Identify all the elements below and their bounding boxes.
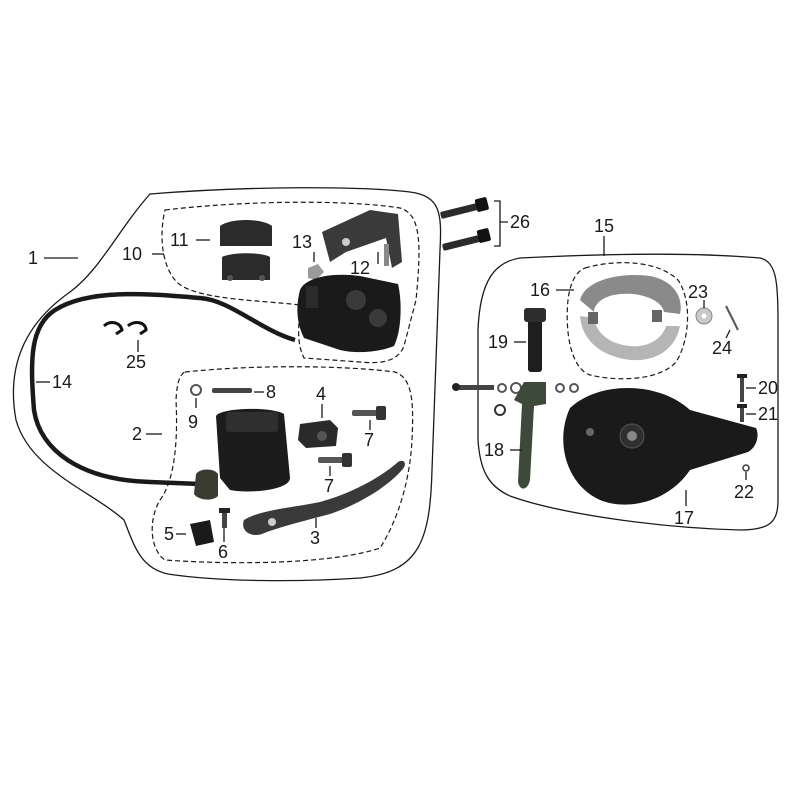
- bolt-long: [452, 383, 494, 391]
- bolt-26-pair: [440, 197, 491, 251]
- callout-11: 11: [170, 230, 189, 250]
- callout-14: 14: [52, 372, 72, 392]
- callout-9: 9: [188, 412, 198, 432]
- brake-arm-18: [514, 382, 546, 489]
- callout-15: 15: [594, 216, 614, 236]
- subgroup-10-outline: [161, 201, 420, 364]
- callout-1: 1: [28, 248, 38, 268]
- bolt-7-upper: [352, 406, 386, 420]
- callout-7b: 7: [324, 476, 334, 496]
- callout-22: 22: [734, 482, 754, 502]
- callout-23: 23: [688, 282, 708, 302]
- switch-5: [190, 520, 214, 546]
- callout-21: 21: [758, 404, 778, 424]
- bolt-8: [212, 388, 252, 393]
- subgroup-2-outline: [151, 366, 414, 564]
- callout-3: 3: [310, 528, 320, 548]
- washer-9: [190, 384, 202, 396]
- brake-panel-17: [563, 387, 758, 505]
- clamp-4: [298, 420, 338, 448]
- callout-4: 4: [316, 384, 326, 404]
- callout-12: 12: [350, 258, 370, 278]
- brake-hose-14: [29, 291, 296, 487]
- nut-13: [308, 264, 324, 280]
- callout-24: 24: [712, 338, 732, 358]
- brake-shoes-16: [580, 275, 681, 361]
- group-15-outline: [477, 253, 779, 531]
- lead-24: [725, 329, 731, 339]
- callout-17: 17: [674, 508, 694, 528]
- callout-10: 10: [122, 244, 142, 264]
- subgroup-16-outline: [566, 262, 689, 380]
- bolt-7-lower: [318, 453, 352, 467]
- group-1-outline: [12, 187, 442, 582]
- callout-19: 19: [488, 332, 508, 352]
- cotter-pin-24: [725, 305, 739, 331]
- callout-16: 16: [530, 280, 550, 300]
- nut-22: [742, 464, 750, 472]
- brake-cam-19: [524, 308, 546, 372]
- brake-lever-3: [243, 460, 405, 536]
- callout-5: 5: [164, 524, 174, 544]
- callout-2: 2: [132, 424, 142, 444]
- brace-26: [494, 200, 508, 247]
- caliper-bracket-12: [322, 210, 402, 268]
- screw-6: [219, 508, 230, 528]
- washer-23: [695, 307, 713, 325]
- brake-pads-11: [220, 220, 272, 281]
- callout-26: 26: [510, 212, 530, 232]
- callout-13: 13: [292, 232, 312, 252]
- brake-caliper: [297, 274, 401, 353]
- callout-6: 6: [218, 542, 228, 562]
- hose-clips-25: [102, 321, 148, 336]
- callout-18: 18: [484, 440, 504, 460]
- master-cylinder-2: [194, 408, 290, 500]
- callout-25: 25: [126, 352, 146, 372]
- callout-7a: 7: [364, 430, 374, 450]
- callout-8: 8: [266, 382, 276, 402]
- callout-20: 20: [758, 378, 778, 398]
- bolt-21: [737, 404, 747, 422]
- bolt-20: [737, 374, 747, 402]
